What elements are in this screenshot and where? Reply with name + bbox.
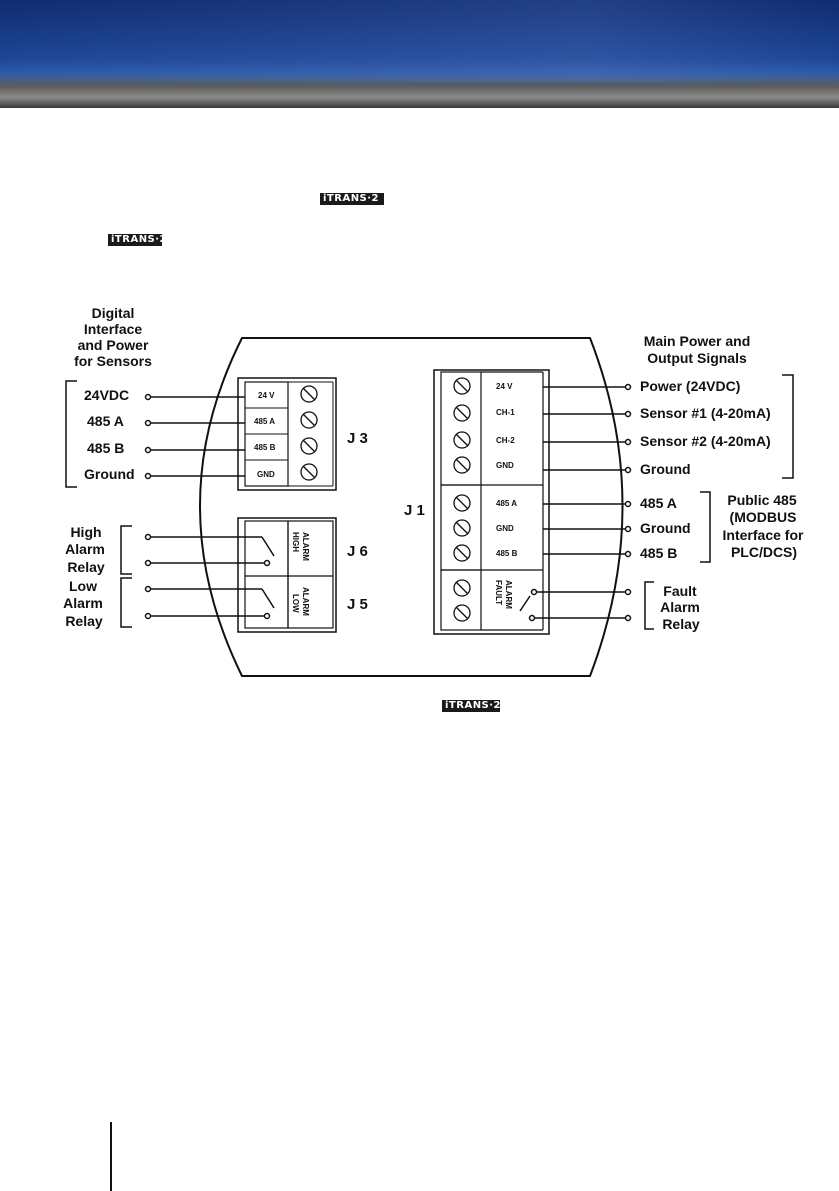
- relay-text: LOW: [291, 594, 300, 613]
- wire-label: Sensor #1 (4-20mA): [640, 405, 771, 421]
- wire-label: Power (24VDC): [640, 378, 740, 394]
- j1-terminal-label: 24 V: [496, 382, 513, 391]
- left-header-line: for Sensors: [74, 353, 152, 369]
- j1-terminal-label: 485 B: [496, 549, 518, 558]
- enclosure-outline: [199, 337, 624, 677]
- relay-switch-icon: [144, 585, 275, 620]
- j1-terminal-label: CH-1: [496, 408, 515, 417]
- screw-icon: [453, 404, 471, 422]
- screw-icon: [453, 544, 471, 562]
- relay-text: ALARM: [301, 532, 310, 561]
- screw-icon: [453, 494, 471, 512]
- screw-icon: [300, 385, 318, 403]
- j3-label: J 3: [347, 430, 368, 447]
- left-header-line: and Power: [78, 337, 149, 353]
- itrans2-logo: iTRANS·2: [320, 193, 384, 205]
- low-relay-label: Alarm: [63, 595, 103, 611]
- j1-label: J 1: [404, 502, 425, 519]
- right-header-line: Main Power and: [644, 333, 751, 349]
- j3-terminal-block: [237, 377, 337, 491]
- low-relay-label: Low: [69, 578, 97, 594]
- screw-icon: [453, 579, 471, 597]
- relay-text: ALARM: [301, 587, 310, 616]
- fault-relay-switch-icon: [519, 581, 654, 630]
- public485-label: Interface for: [723, 527, 804, 543]
- j3-wires: [65, 380, 245, 488]
- wire-label: 485 A: [87, 413, 124, 429]
- j3-terminal-label: 485 A: [254, 417, 275, 426]
- high-relay-label: High: [70, 524, 101, 540]
- screw-icon: [300, 437, 318, 455]
- itrans2-logo: iTRANS·2: [442, 700, 501, 712]
- fault-relay-label: Fault: [663, 583, 697, 599]
- j1-terminal-label: 485 A: [496, 499, 517, 508]
- high-relay-label: Relay: [67, 559, 105, 575]
- screw-icon: [453, 519, 471, 537]
- low-relay-label: Relay: [65, 613, 103, 629]
- page-rule: [110, 1122, 112, 1191]
- public485-label: (MODBUS: [730, 509, 797, 525]
- left-header-line: Interface: [84, 321, 143, 337]
- fault-relay-label: Relay: [662, 616, 700, 632]
- header-band: [0, 0, 839, 108]
- relay-switch-icon: [144, 533, 275, 567]
- j1-terminal-label: CH-2: [496, 436, 515, 445]
- left-header-line: Digital: [92, 305, 135, 321]
- fault-text: ALARM: [504, 580, 513, 609]
- j5-label: J 5: [347, 596, 368, 613]
- wire-label: Sensor #2 (4-20mA): [640, 433, 771, 449]
- wire-label: 485 B: [87, 440, 124, 456]
- fault-relay-label: Alarm: [660, 599, 700, 615]
- j1-terminal-label: GND: [496, 461, 514, 470]
- j3-terminal-label: 24 V: [258, 391, 275, 400]
- public485-label: Public 485: [727, 492, 796, 508]
- wire-label: Ground: [84, 466, 135, 482]
- j1-terminal-label: GND: [496, 524, 514, 533]
- j1-terminal-block: [433, 369, 550, 635]
- wire-label: 485 A: [640, 495, 677, 511]
- itrans2-logo: iTRANS·2: [108, 234, 167, 246]
- screw-icon: [300, 463, 318, 481]
- j3-terminal-label: GND: [257, 470, 275, 479]
- wire-label: Ground: [640, 461, 691, 477]
- screw-icon: [453, 377, 471, 395]
- relay-block: [237, 517, 337, 633]
- j3-terminal-label: 485 B: [254, 443, 276, 452]
- j1-wires: [543, 374, 794, 563]
- screw-icon: [453, 456, 471, 474]
- high-relay-label: Alarm: [65, 541, 105, 557]
- j6-label: J 6: [347, 543, 368, 560]
- wire-label: 485 B: [640, 545, 677, 561]
- wire-label: Ground: [640, 520, 691, 536]
- right-header-line: Output Signals: [647, 350, 747, 366]
- relay-brackets: [120, 525, 132, 628]
- fault-text: FAULT: [494, 580, 503, 605]
- public485-label: PLC/DCS): [731, 544, 797, 560]
- relay-text: HIGH: [291, 532, 300, 552]
- wire-label: 24VDC: [84, 387, 129, 403]
- screw-icon: [453, 431, 471, 449]
- screw-icon: [453, 604, 471, 622]
- screw-icon: [300, 411, 318, 429]
